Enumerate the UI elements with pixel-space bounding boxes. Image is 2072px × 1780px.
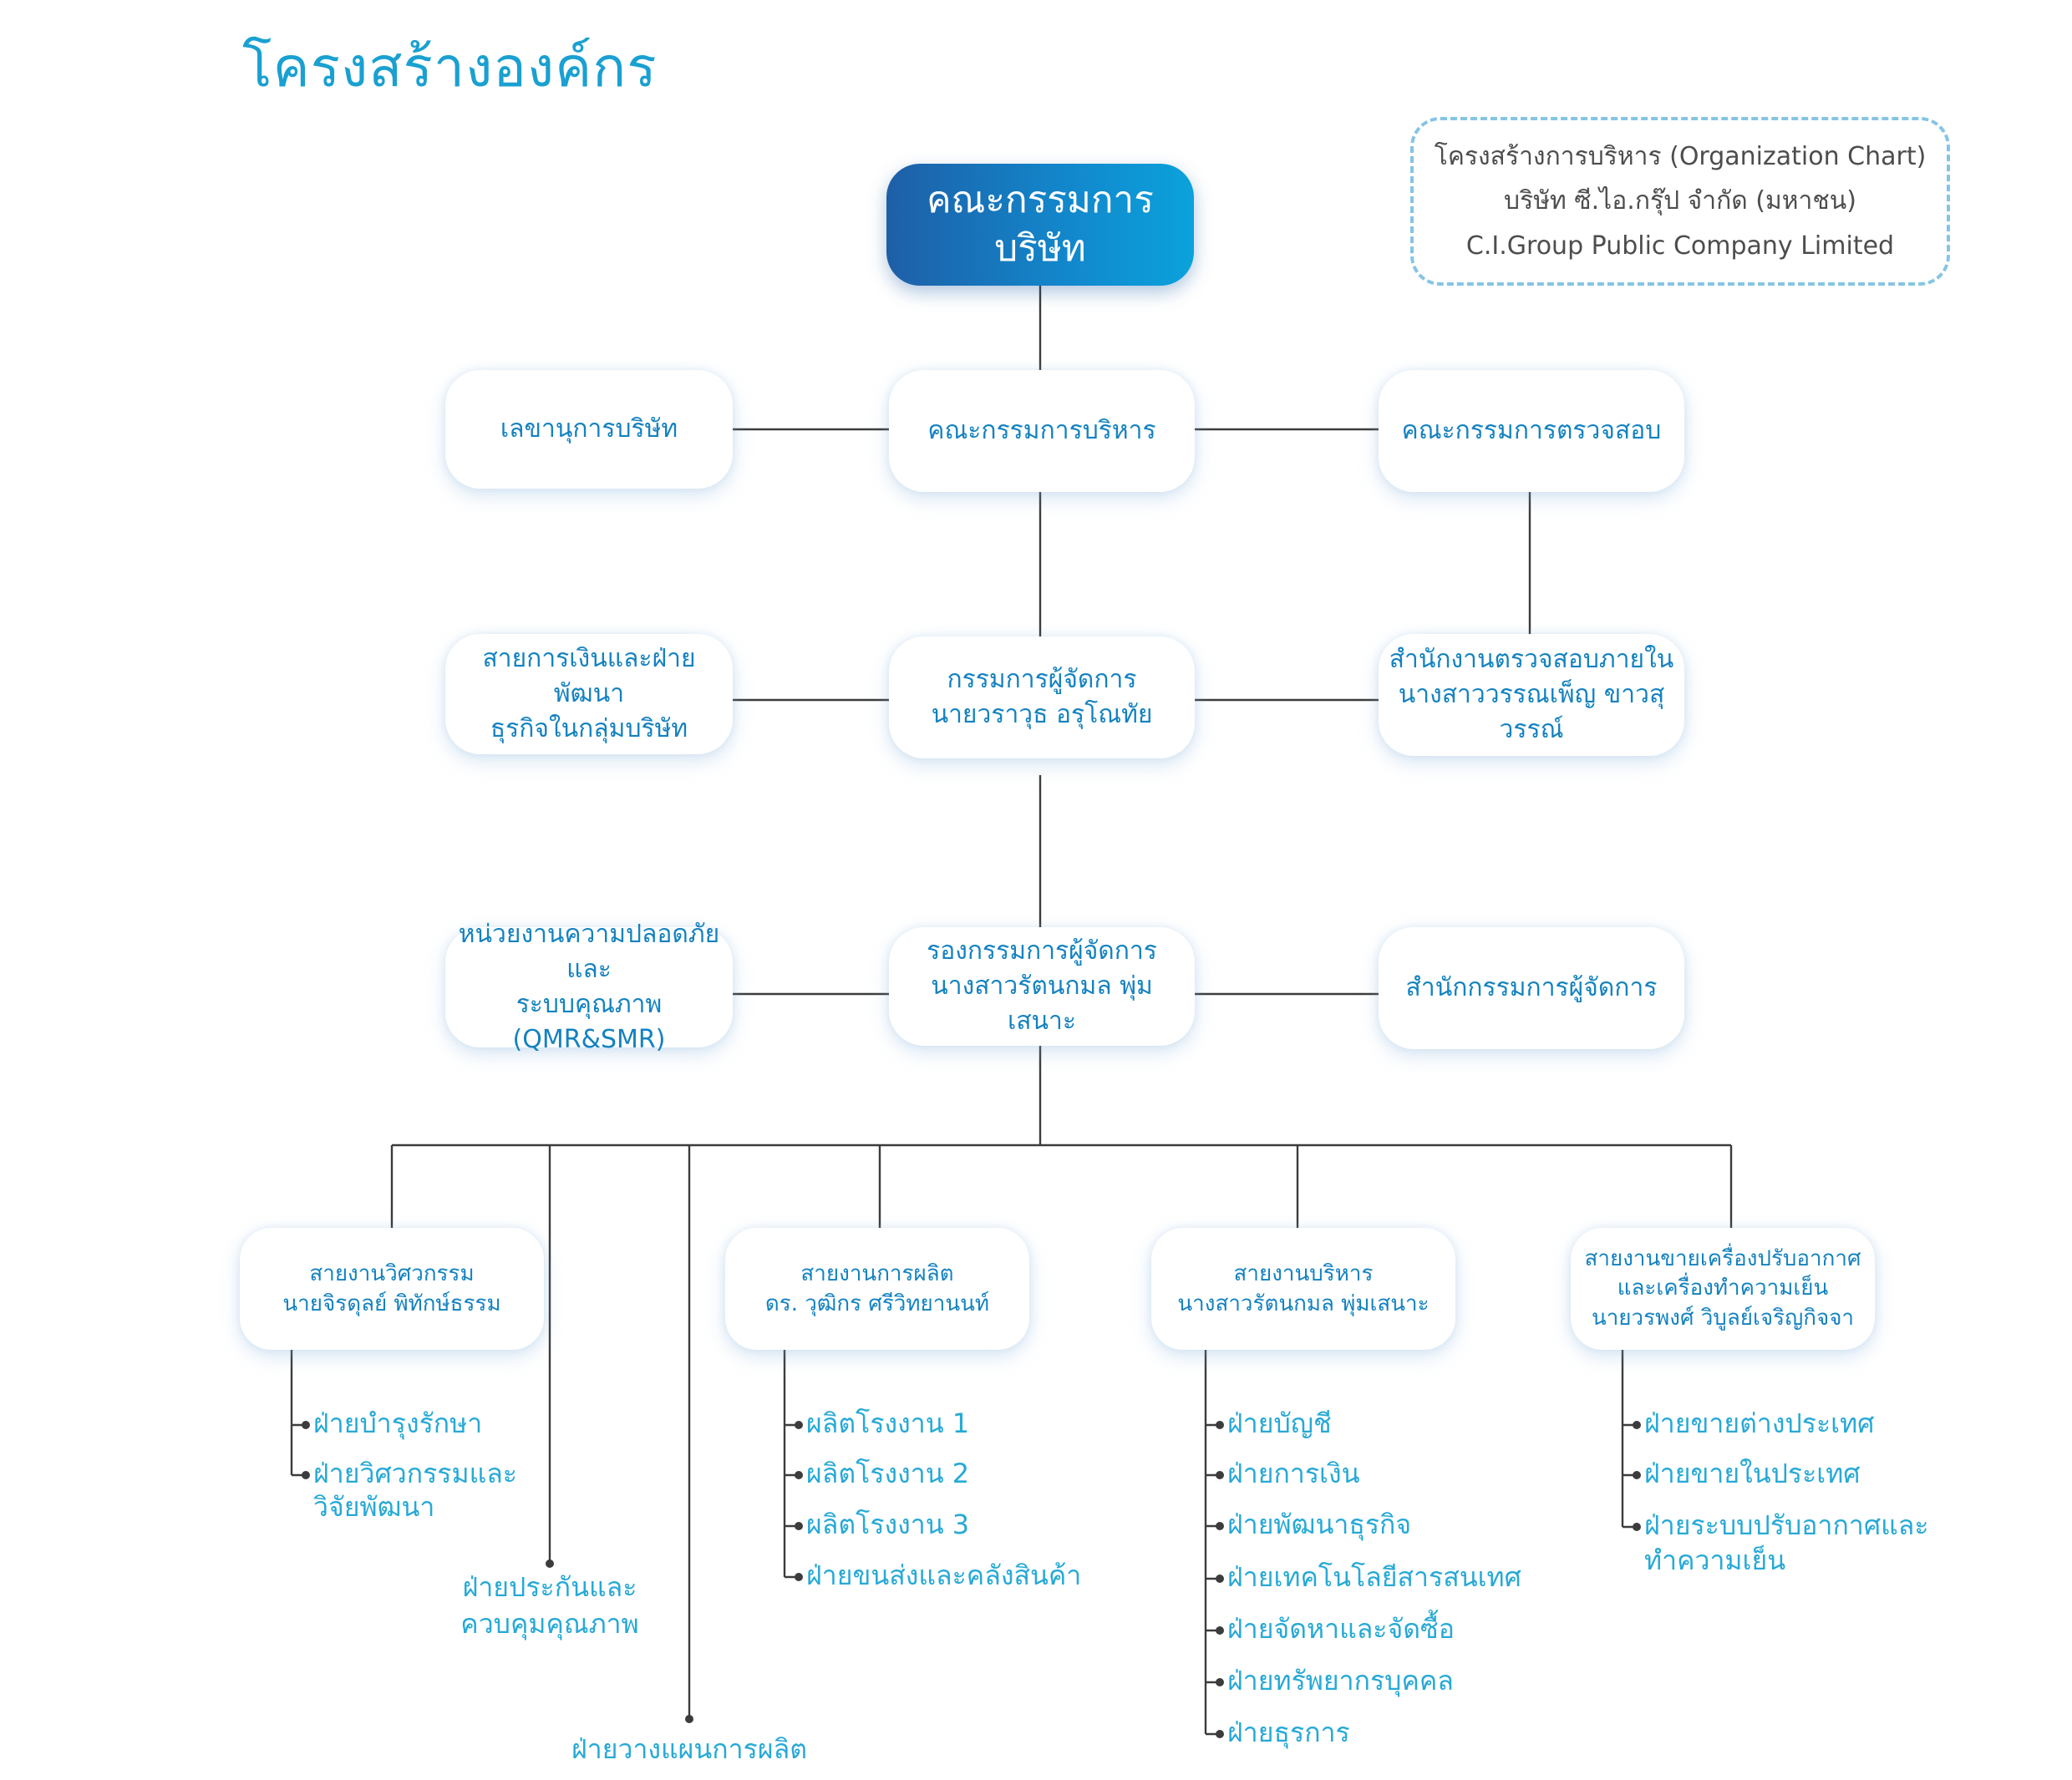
info-company-th: บริษัท ซี.ไอ.กรุ๊ป จำกัด (มหาชน) [1504, 186, 1856, 216]
info-company-en: C.I.Group Public Company Limited [1465, 231, 1895, 261]
list-item: ฝ่ายการเงิน [1227, 1458, 1360, 1489]
list-item: ฝ่ายเทคโนโลยีสารสนเทศ [1227, 1561, 1521, 1593]
production-planning-label: ฝ่ายวางแผนการผลิต [571, 1733, 807, 1765]
md-office-label: สำนักกรรมการผู้จัดการ [1405, 973, 1658, 1002]
list-item: ฝ่ายระบบปรับอากาศและ [1644, 1509, 1929, 1541]
company-secretary-box: เลขานุการบริษัท [445, 370, 733, 489]
audit-committee-label: คณะกรรมการตรวจสอบ [1401, 416, 1662, 445]
list-item: ฝ่ายบำรุงรักษา [313, 1407, 483, 1439]
audit-committee-box: คณะกรรมการตรวจสอบ [1379, 370, 1684, 492]
administration-division-head: นางสาวรัตนกมล พุ่มเสนาะ [1177, 1291, 1430, 1316]
qa-department: ฝ่ายประกันและ ควบคุมคุณภาพ [433, 1569, 667, 1642]
engineering-division-head: นายจิรดุลย์ พิทักษ์ธรรม [282, 1291, 501, 1316]
connector-dot [1633, 1421, 1641, 1429]
connector-dot [1216, 1522, 1224, 1530]
list-item: ฝ่ายวิศวกรรมและ [313, 1458, 517, 1489]
connector-dot [795, 1471, 803, 1479]
deputy-md-title: รองกรรมการผู้จัดการ [927, 936, 1157, 966]
executive-committee-label: คณะกรรมการบริหาร [927, 416, 1156, 445]
list-item: ฝ่ายทรัพยากรบุคคล [1227, 1665, 1454, 1696]
page-title: โครงสร้างองค์กร [242, 35, 658, 99]
finance-line-box: สายการเงินและฝ่ายพัฒนา ธุรกิจในกลุ่มบริษ… [445, 634, 733, 754]
safety-quality-unit-box: หน่วยงานความปลอดภัยและ ระบบคุณภาพ (QMR&S… [445, 920, 733, 1054]
list-item: ฝ่ายบัญชี [1227, 1407, 1332, 1439]
finance-line-label-2: ธุรกิจในกลุ่มบริษัท [490, 714, 688, 743]
list-item: ผลิตโรงงาน 1 [806, 1407, 970, 1439]
list-item: วิจัยพัฒนา [313, 1491, 435, 1523]
production-planning-department: ฝ่ายวางแผนการผลิต [547, 1731, 831, 1767]
list-item: ฝ่ายขายต่างประเทศ [1644, 1407, 1875, 1439]
md-office-box: สำนักกรรมการผู้จัดการ [1379, 927, 1684, 1049]
qa-department-line-2: ควบคุมคุณภาพ [460, 1608, 639, 1641]
qa-department-line-1: ฝ่ายประกันและ [462, 1571, 637, 1603]
connector-dot [795, 1522, 803, 1530]
connector-dot [685, 1715, 693, 1723]
internal-audit-title: สำนักงานตรวจสอบภายใน [1389, 645, 1674, 674]
org-chart-info-box: โครงสร้างการบริหาร (Organization Chart) … [1410, 117, 1950, 286]
administration-division-box: สายงานบริหาร นางสาวรัตนกมล พุ่มเสนาะ [1151, 1228, 1455, 1350]
list-item: ฝ่ายจัดหาและจัดซื้อ [1227, 1613, 1455, 1645]
board-label-1: คณะกรรมการ [927, 178, 1154, 221]
list-item: ผลิตโรงงาน 3 [806, 1509, 970, 1540]
engineering-division-title: สายงานวิศวกรรม [309, 1260, 475, 1286]
deputy-managing-director-box: รองกรรมการผู้จัดการ นางสาวรัตนกมล พุ่มเส… [889, 927, 1195, 1046]
list-item: ทำความเย็น [1644, 1544, 1786, 1576]
safety-quality-label-2: ระบบคุณภาพ (QMR&SMR) [512, 990, 666, 1054]
connector-dot [546, 1559, 554, 1568]
executive-committee-box: คณะกรรมการบริหาร [889, 370, 1195, 492]
company-secretary-label: เลขานุการบริษัท [500, 414, 678, 444]
connector-dot [1216, 1421, 1224, 1429]
safety-quality-label-1: หน่วยงานความปลอดภัยและ [458, 920, 720, 984]
list-item: ฝ่ายขายในประเทศ [1644, 1458, 1861, 1489]
info-title: โครงสร้างการบริหาร (Organization Chart) [1434, 141, 1927, 171]
board-label-2: บริษัท [994, 227, 1086, 270]
list-item: ฝ่ายธุรการ [1227, 1717, 1350, 1748]
connector-dot [1216, 1575, 1224, 1583]
connector-dot [1216, 1730, 1224, 1738]
connector-dot [1216, 1678, 1224, 1686]
connector-dot [1633, 1523, 1641, 1531]
connector-dot [1216, 1626, 1224, 1635]
board-of-directors-box: คณะกรรมการ บริษัท [886, 164, 1194, 286]
connector-dot [1216, 1471, 1224, 1479]
internal-audit-office-box: สำนักงานตรวจสอบภายใน นางสาววรรณเพ็ญ ขาวส… [1379, 634, 1684, 756]
internal-audit-name: นางสาววรรณเพ็ญ ขาวสุวรรณ์ [1398, 680, 1665, 744]
connector-dot [795, 1573, 803, 1581]
administration-division-title: สายงานบริหาร [1233, 1260, 1374, 1286]
list-item: ผลิตโรงงาน 2 [806, 1458, 970, 1489]
list-item: ฝ่ายพัฒนาธุรกิจ [1227, 1509, 1412, 1540]
managing-director-name: นายวราวุธ อรุโณทัย [931, 700, 1153, 729]
sales-division-box: สายงานขายเครื่องปรับอากาศ และเครื่องทำคว… [1571, 1228, 1875, 1350]
connector-dot [795, 1421, 803, 1429]
sales-division-head: นายวรพงศ์ วิบูลย์เจริญกิจจา [1591, 1305, 1855, 1331]
deputy-md-name: นางสาวรัตนกมล พุ่มเสนาะ [931, 971, 1153, 1036]
managing-director-box: กรรมการผู้จัดการ นายวราวุธ อรุโณทัย [889, 636, 1195, 758]
list-item: ฝ่ายขนส่งและคลังสินค้า [806, 1559, 1082, 1591]
managing-director-title: กรรมการผู้จัดการ [947, 665, 1137, 694]
connector-dot [302, 1471, 310, 1479]
sales-division-title-1: สายงานขายเครื่องปรับอากาศ [1584, 1245, 1861, 1271]
connector-dot [302, 1421, 310, 1429]
production-division-box: สายงานการผลิต ดร. วุฒิกร ศรีวิทยานนท์ [725, 1228, 1029, 1350]
connector-dot [1633, 1471, 1641, 1479]
production-division-title: สายงานการผลิต [800, 1260, 954, 1286]
finance-line-label-1: สายการเงินและฝ่ายพัฒนา [482, 644, 696, 708]
engineering-division-box: สายงานวิศวกรรม นายจิรดุลย์ พิทักษ์ธรรม [240, 1228, 544, 1350]
production-division-head: ดร. วุฒิกร ศรีวิทยานนท์ [764, 1291, 990, 1316]
sales-division-title-2: และเครื่องทำความเย็น [1617, 1275, 1829, 1301]
